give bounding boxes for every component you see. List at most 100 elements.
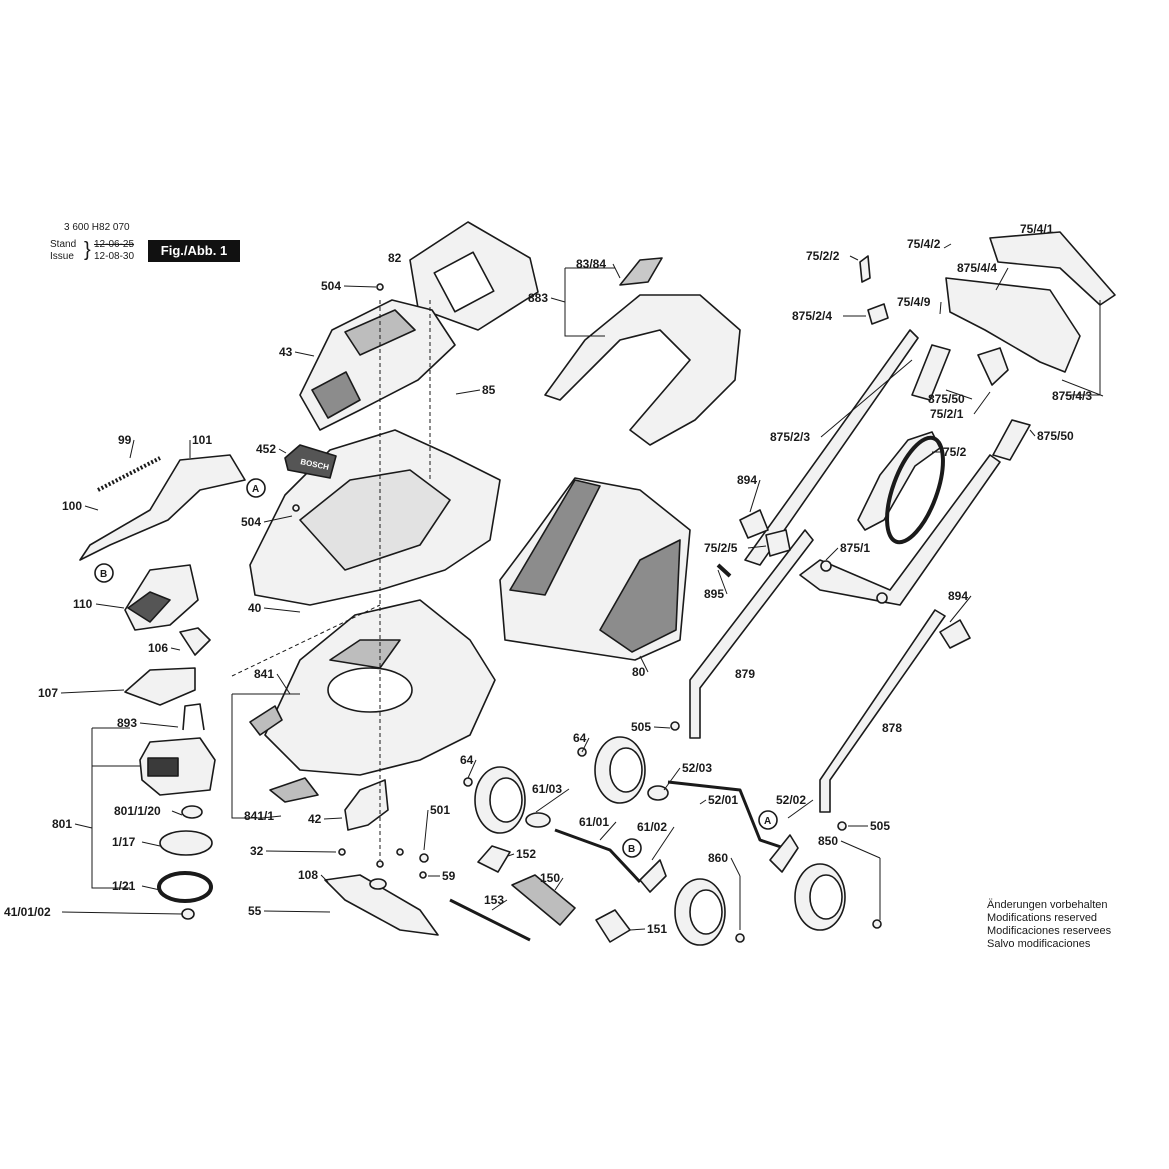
- leader-line: [141, 841, 161, 847]
- leader-line: [749, 479, 761, 513]
- leader-line: [945, 389, 973, 400]
- part-52-03: [647, 785, 669, 801]
- part-shaft-153: [449, 898, 531, 942]
- part-label: 75/2/1: [930, 407, 964, 421]
- leader-line: [507, 853, 515, 857]
- part-label: 505: [870, 819, 890, 833]
- part-label: 895: [704, 587, 724, 601]
- bracket-brace: }: [84, 239, 91, 261]
- part-label: 40: [248, 601, 262, 615]
- part-rear-flap: [79, 454, 246, 561]
- part-label: 106: [148, 641, 168, 655]
- part-label: 110: [73, 597, 93, 611]
- leader-line: [699, 799, 707, 805]
- part-label: 894: [948, 589, 968, 603]
- part-label: 75/4/2: [907, 237, 941, 251]
- part-roller-150: [511, 874, 576, 926]
- part-label: 41/01/02: [4, 905, 51, 919]
- part-label: 55: [248, 904, 262, 918]
- part-label: 879: [735, 667, 755, 681]
- part-fan: [159, 830, 213, 856]
- part-label: 883: [528, 291, 548, 305]
- leader-line: [747, 545, 767, 549]
- part-151: [595, 909, 631, 943]
- part-label: 59: [442, 869, 456, 883]
- leader-line: [320, 874, 329, 883]
- part-handle-875-50b: [992, 419, 1031, 461]
- leader-line: [787, 799, 814, 819]
- figure-label: Fig./Abb. 1: [148, 240, 240, 262]
- part-label: 875/2/4: [792, 309, 832, 323]
- callout-a2: A: [764, 816, 771, 827]
- notice-line: Modifications reserved: [987, 912, 1098, 924]
- leader-line: [653, 726, 671, 729]
- leader-line: [263, 607, 301, 613]
- part-axle-61-01: [554, 828, 642, 884]
- part-42: [344, 779, 389, 831]
- part-wheel-64a: [474, 766, 526, 834]
- leader-line: [1061, 379, 1104, 397]
- part-label: 841/1: [244, 809, 274, 823]
- leader-line: [973, 391, 991, 415]
- part-screw-32: [338, 848, 346, 856]
- part-label: 153: [484, 893, 504, 907]
- notice-line: Änderungen vorbehalten: [987, 899, 1108, 911]
- part-label: 75/4/9: [897, 295, 931, 309]
- part-handle-upper-875-2-3: [744, 329, 919, 566]
- part-handle-875-1: [799, 454, 1001, 606]
- leader-line: [261, 815, 282, 819]
- leader-line: [263, 910, 331, 913]
- part-label: 82: [388, 251, 402, 265]
- part-label: 108: [298, 868, 318, 882]
- modifications-notice: Änderungen vorbehalten Modifications res…: [987, 899, 1111, 951]
- callout-circle-b: [94, 563, 114, 583]
- part-wheel-860: [674, 878, 726, 946]
- leader-line: [60, 689, 125, 694]
- part-61-03: [525, 812, 551, 828]
- part-axle-52-01: [667, 780, 791, 852]
- leader-line: [717, 569, 728, 595]
- leader-line: [581, 737, 590, 753]
- part-label: 875/50: [928, 392, 965, 406]
- notice-line: Modificaciones reservees: [987, 925, 1112, 937]
- part-screw-b: [396, 848, 404, 856]
- part-label: 150: [540, 871, 560, 885]
- callout-b2: B: [628, 844, 635, 855]
- part-label: 75/2: [943, 445, 967, 459]
- callout-a: A: [252, 484, 259, 495]
- part-label: 860: [708, 851, 728, 865]
- part-label: 841: [254, 667, 274, 681]
- part-label: 893: [117, 716, 137, 730]
- part-grass-box-cover: [544, 294, 741, 446]
- leader-line: [849, 255, 859, 261]
- part-spring: [97, 456, 161, 492]
- part-label: 152: [516, 847, 536, 861]
- doc-number: 3 600 H82 070: [64, 222, 130, 233]
- part-label: 850: [818, 834, 838, 848]
- leader-line: [323, 817, 343, 820]
- part-label: 64: [460, 753, 474, 767]
- part-label: 52/03: [682, 761, 712, 775]
- leader-line: [550, 297, 566, 303]
- part-label: 801: [52, 817, 72, 831]
- leader-line: [943, 243, 952, 249]
- part-label: 875/2/3: [770, 430, 810, 444]
- issue-label: Issue: [50, 251, 74, 262]
- part-handle-grip-83: [619, 257, 663, 286]
- leader-line: [651, 826, 675, 861]
- part-label: 32: [250, 844, 264, 858]
- part-label: 75/2/5: [704, 541, 738, 555]
- part-belt-1-21: [157, 871, 213, 903]
- leader-line: [61, 911, 183, 915]
- callout-circle-a: [246, 478, 266, 498]
- leader-line: [294, 351, 315, 357]
- leader-line: [730, 857, 741, 877]
- leader-line: [95, 603, 125, 609]
- part-clamp-894a: [739, 509, 769, 539]
- part-blade-guard: [269, 777, 319, 803]
- part-switch-875-4-4: [945, 277, 1081, 373]
- part-label: 64: [573, 731, 587, 745]
- part-switch-box: [284, 444, 337, 479]
- callout-circle-a2: [758, 810, 778, 830]
